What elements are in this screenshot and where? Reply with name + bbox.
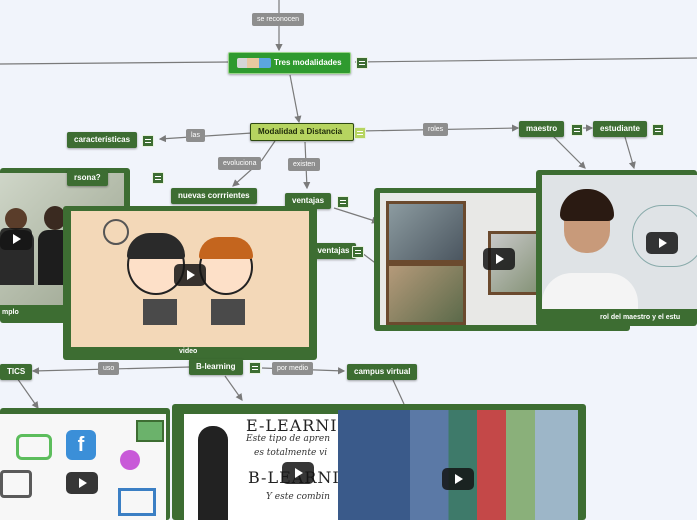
person-figure — [5, 208, 27, 230]
person-figure — [44, 206, 66, 230]
clock-icon — [103, 219, 129, 245]
card-caption-video: video — [179, 348, 198, 355]
video-thumbnail: f — [0, 414, 166, 520]
notes-icon[interactable] — [337, 196, 349, 208]
notes-icon[interactable] — [652, 124, 664, 136]
media-card-tics[interactable]: f — [0, 408, 170, 520]
card-caption-rol: rol del maestro y el estu — [600, 314, 681, 321]
node-nuevas-corrientes[interactable]: nuevas corrrientes — [171, 188, 257, 204]
play-icon[interactable] — [646, 232, 678, 254]
notes-icon[interactable] — [249, 362, 261, 374]
slide-title: E-LEARNI — [246, 416, 338, 435]
link-label-uso: uso — [98, 362, 120, 375]
media-card-video[interactable]: video — [63, 206, 317, 360]
node-tics[interactable]: TICS — [0, 364, 33, 380]
photo-frame — [386, 263, 466, 325]
tv-icon — [0, 470, 32, 498]
node-campus-virtual[interactable]: campus virtual — [347, 364, 418, 380]
character-hair — [199, 237, 253, 259]
link-label-las: las — [186, 129, 205, 142]
notes-icon[interactable] — [352, 246, 364, 258]
node-desventajas[interactable]: sventajas — [306, 243, 357, 259]
slide-text: Y este combin — [266, 492, 330, 502]
book-icon — [136, 420, 164, 442]
campus-thumbnail — [338, 410, 578, 520]
node-estudiante[interactable]: estudiante — [593, 121, 648, 137]
notes-icon[interactable] — [142, 135, 154, 147]
play-icon[interactable] — [174, 264, 206, 286]
media-card-e-learning[interactable]: E-LEARNI Este tipo de apren es totalment… — [172, 404, 586, 520]
link-label-roles: roles — [423, 123, 449, 136]
photo-frame — [386, 201, 466, 263]
laptop-icon — [143, 299, 177, 325]
node-persona[interactable]: rsona? — [67, 170, 108, 186]
character-hair — [127, 233, 185, 259]
slide-text: es totalmente vi — [254, 448, 328, 458]
media-card-rol[interactable]: rol del maestro y el estu — [536, 170, 697, 326]
laptop-icon — [118, 488, 156, 516]
node-b-learning[interactable]: B-learning — [189, 359, 243, 375]
notes-icon[interactable] — [152, 172, 164, 184]
node-ventajas[interactable]: ventajas — [285, 193, 332, 209]
chat-bubble-icon — [16, 434, 52, 460]
central-emblem-icon — [237, 57, 271, 68]
person-shirt — [542, 273, 638, 309]
link-label-existen: existen — [288, 158, 321, 171]
person-silhouette — [198, 426, 228, 520]
node-caracteristicas[interactable]: características — [67, 132, 138, 148]
play-icon[interactable] — [66, 472, 98, 494]
notes-icon[interactable] — [571, 124, 583, 136]
notes-icon[interactable] — [356, 57, 368, 69]
play-icon[interactable] — [483, 248, 515, 270]
card-caption-ejemplo: mplo — [2, 309, 19, 316]
video-thumbnail — [542, 175, 697, 309]
node-modalidad-distancia[interactable]: Modalidad a Distancia — [250, 123, 354, 141]
laptop-icon — [211, 299, 245, 325]
share-icon — [120, 450, 140, 470]
node-maestro[interactable]: maestro — [519, 121, 565, 137]
link-label-por-medio: por medio — [272, 362, 314, 375]
play-icon[interactable] — [282, 462, 314, 484]
whiteboard — [632, 205, 697, 267]
link-label-se-reconocen: se reconocen — [252, 13, 305, 26]
person-hair — [560, 189, 614, 221]
central-topic[interactable]: Tres modalidades — [228, 52, 351, 74]
play-icon[interactable] — [442, 468, 474, 490]
e-learning-slide: E-LEARNI Este tipo de apren es totalment… — [184, 414, 350, 520]
link-label-evoluciona: evoluciona — [218, 157, 262, 170]
notes-icon[interactable] — [354, 127, 366, 139]
central-title: Tres modalidades — [274, 58, 342, 67]
facebook-icon: f — [66, 430, 96, 460]
play-icon[interactable] — [0, 228, 32, 250]
slide-text: Este tipo de apren — [246, 434, 331, 444]
